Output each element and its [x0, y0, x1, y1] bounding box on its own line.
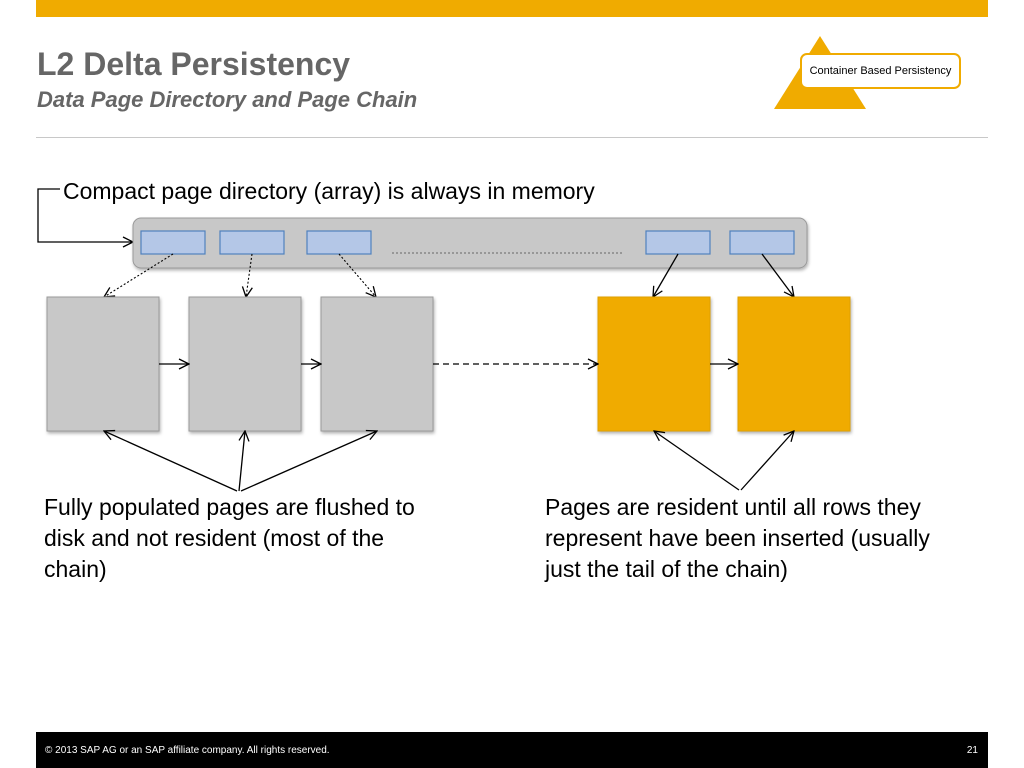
resident-callout-line — [740, 431, 794, 491]
title-divider — [36, 137, 988, 138]
topic-badge: Container Based Persistency — [800, 53, 961, 89]
slide-title: L2 Delta Persistency — [37, 46, 351, 82]
directory-slot — [645, 230, 711, 255]
directory-pointer-flushed — [338, 253, 376, 297]
directory-slot — [306, 230, 372, 255]
flushed-data-page — [46, 296, 160, 432]
top-accent-bar — [36, 0, 988, 17]
resident-data-page — [737, 296, 851, 432]
directory-pointer-flushed — [104, 253, 174, 297]
flushed-data-page — [188, 296, 302, 432]
resident-pages-caption: Pages are resident until all rows they r… — [545, 494, 930, 582]
directory-slot — [729, 230, 795, 255]
directory-pointer-resident — [761, 253, 794, 297]
flushed-pages-caption: Fully populated pages are flushed to dis… — [44, 494, 415, 582]
flushed-callout-line — [104, 431, 238, 492]
slide-subtitle: Data Page Directory and Page Chain — [37, 87, 418, 112]
directory-bracket-connector — [37, 188, 133, 242]
topic-badge-label: Container Based Persistency — [809, 65, 952, 77]
directory-pointer-resident — [653, 253, 679, 297]
directory-slot — [140, 230, 206, 255]
directory-slot — [219, 230, 285, 255]
flushed-callout-line — [238, 431, 245, 492]
copyright-notice: © 2013 SAP AG or an SAP affiliate compan… — [45, 745, 330, 756]
directory-caption: Compact page directory (array) is always… — [63, 178, 595, 204]
resident-data-page — [597, 296, 711, 432]
resident-callout-line — [654, 431, 740, 491]
page-number: 21 — [966, 745, 978, 756]
directory-pointer-flushed — [246, 253, 252, 297]
flushed-data-page — [320, 296, 434, 432]
flushed-callout-line — [240, 431, 377, 492]
footer-bar: © 2013 SAP AG or an SAP affiliate compan… — [36, 732, 988, 768]
page-directory-bar — [132, 217, 808, 269]
